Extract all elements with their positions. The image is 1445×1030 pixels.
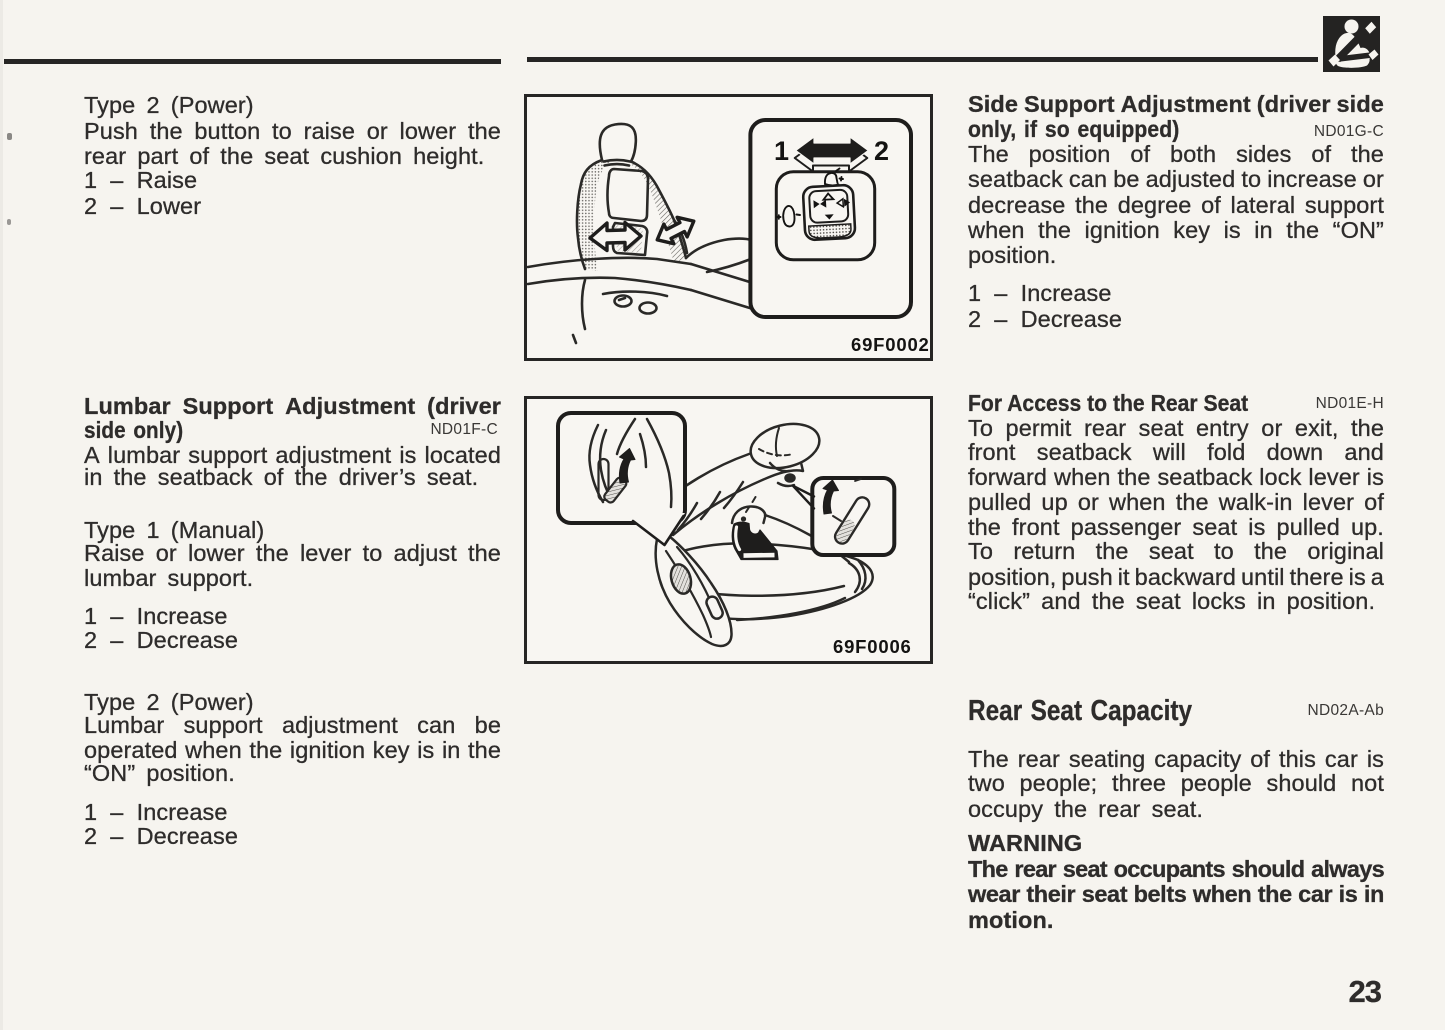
- svg-text:2: 2: [874, 136, 889, 166]
- svg-text:69F0002: 69F0002: [851, 334, 930, 355]
- svg-text:1: 1: [774, 136, 789, 166]
- svg-text:69F0006: 69F0006: [833, 636, 912, 657]
